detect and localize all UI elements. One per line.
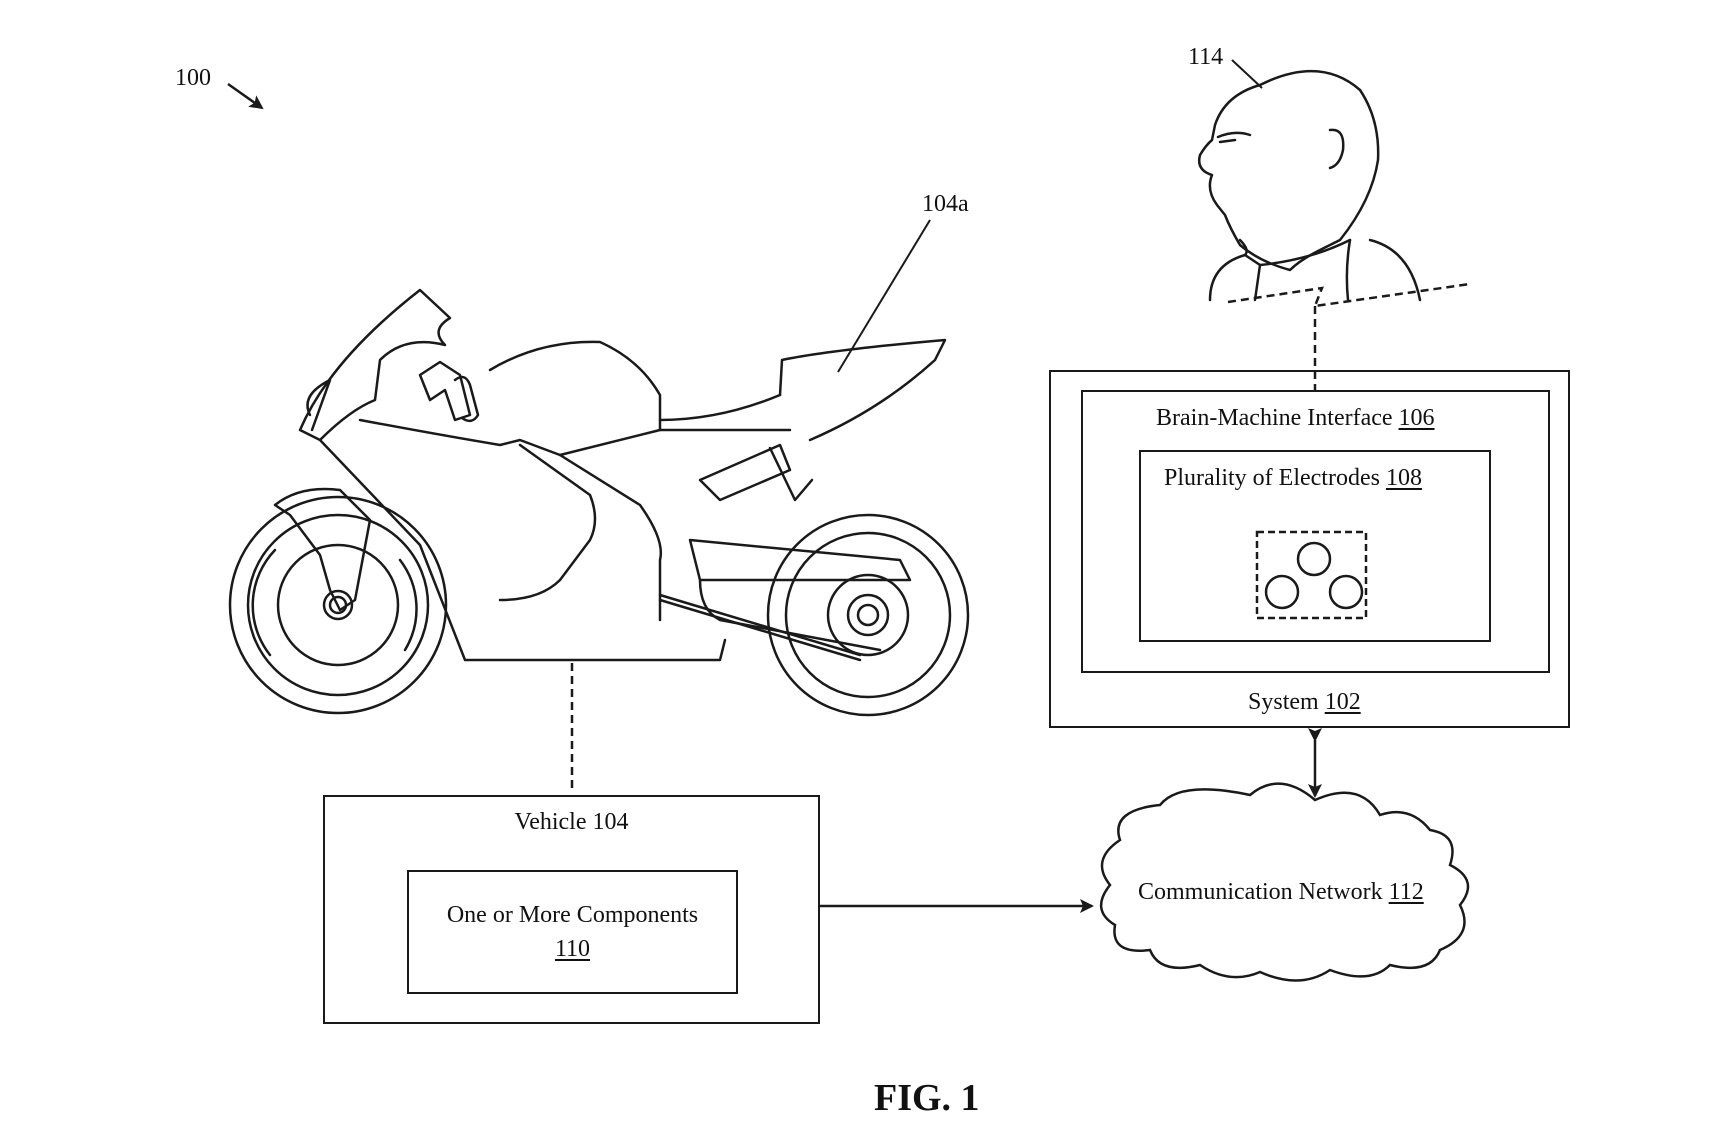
- motorcycle-illustration: [228, 288, 970, 717]
- system-box: [1049, 370, 1570, 728]
- bmi-label: Brain-Machine Interface: [1156, 405, 1393, 431]
- electrodes-group-box: [1255, 530, 1368, 620]
- ref-114-leader: [1231, 59, 1263, 89]
- network-title: Communication Network 112: [1138, 880, 1424, 904]
- network-label: Communication Network: [1138, 879, 1383, 905]
- electrodes-label: Plurality of Electrodes: [1164, 465, 1380, 491]
- bmi-box: [1081, 390, 1550, 673]
- electrode-icon: [1328, 574, 1364, 610]
- network-ref: 112: [1388, 879, 1424, 905]
- ref-114-label: 114: [1188, 44, 1224, 70]
- components-box: [407, 870, 738, 994]
- ref-104a-label: 104a: [922, 191, 969, 217]
- electrodes-box: [1139, 450, 1491, 642]
- electrodes-ref: 108: [1385, 465, 1422, 491]
- vehicle-label: Vehicle 104: [514, 809, 629, 835]
- ref-104a-leader: [837, 219, 931, 373]
- components-ref: 110: [554, 936, 591, 962]
- network-cloud: [1100, 782, 1470, 982]
- system-title: System 102: [1248, 690, 1361, 714]
- figure-title: FIG. 1: [874, 1077, 980, 1119]
- bmi-title: Brain-Machine Interface 106: [1156, 406, 1435, 430]
- electrodes-title: Plurality of Electrodes 108: [1164, 466, 1422, 490]
- vehicle-box: [323, 795, 820, 1024]
- person-illustration: [1198, 69, 1422, 302]
- electrode-icon: [1296, 541, 1332, 577]
- components-label: One or More Components: [446, 902, 699, 928]
- ref-100-label: 100: [175, 65, 211, 91]
- system-ref: 102: [1324, 689, 1361, 715]
- electrode-icon: [1264, 574, 1300, 610]
- system-label: System: [1248, 689, 1319, 715]
- ref-100-arrow: [227, 82, 264, 110]
- person-cut-line: [1227, 282, 1471, 308]
- bmi-ref: 106: [1398, 405, 1435, 431]
